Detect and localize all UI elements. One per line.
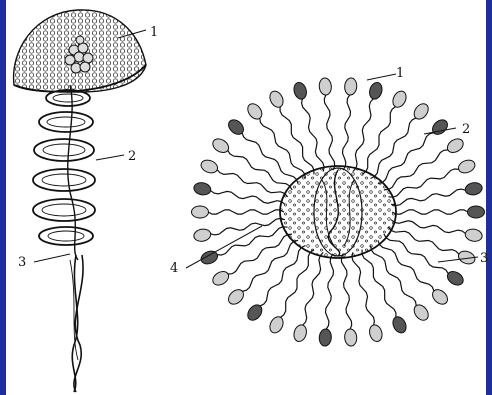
filament-terminal-body	[193, 228, 212, 243]
filament-terminal-body	[319, 77, 333, 95]
label-center: 4	[170, 261, 178, 276]
filament-terminal-body	[267, 315, 285, 336]
label-stalk: 3	[18, 255, 26, 270]
filament	[343, 95, 351, 171]
leader-line-body-top	[367, 74, 396, 80]
filament	[371, 246, 417, 307]
filament-terminal-body	[199, 158, 219, 175]
label-filament: 2	[462, 122, 470, 137]
filament	[324, 95, 334, 171]
filament-terminal-body	[445, 269, 466, 288]
filament-terminal-body	[368, 81, 384, 101]
filament-terminal-body	[292, 323, 308, 343]
filament-terminal-body	[457, 158, 477, 175]
filament	[280, 106, 314, 174]
filament-terminal-body	[344, 77, 358, 95]
left-specimen: 1 2 3	[14, 10, 159, 392]
filament	[353, 99, 374, 172]
filament	[391, 189, 466, 205]
label-ring-right: 3	[480, 251, 488, 266]
filament-terminal-body	[193, 181, 212, 196]
leader-line-stalk	[34, 254, 70, 262]
filament	[392, 210, 468, 214]
filament-terminal-body	[430, 287, 451, 307]
leader-line-coil	[96, 155, 124, 160]
filament-terminal-body	[226, 287, 247, 307]
filament-terminal-body	[464, 228, 483, 243]
filament-terminal-body	[267, 89, 285, 110]
filament	[210, 219, 285, 235]
filament	[302, 252, 323, 325]
filament-terminal-body	[210, 136, 231, 155]
filament	[326, 254, 334, 330]
filament	[341, 254, 351, 330]
filament-terminal-body	[245, 101, 265, 122]
filament	[362, 250, 396, 318]
filament-terminal-body	[210, 269, 231, 288]
filament-terminal-body	[226, 117, 247, 137]
right-specimen: 1 2 3 4	[170, 66, 488, 347]
filament-terminal-body	[390, 89, 408, 110]
filament	[384, 150, 449, 190]
filament-terminal-body	[292, 81, 308, 101]
left-stalk	[70, 255, 83, 392]
filament-terminal-body	[430, 117, 451, 137]
label-body-top: 1	[396, 66, 404, 81]
label-cap: 1	[150, 25, 158, 40]
filament-terminal-body	[411, 302, 431, 323]
filament-terminal-body	[390, 315, 408, 336]
filament-terminal-body	[319, 328, 333, 346]
filament	[260, 118, 306, 179]
filament-terminal-body	[445, 136, 466, 155]
central-body	[280, 166, 396, 258]
filament-terminal-body	[368, 323, 384, 343]
filament-terminal-body	[464, 181, 483, 196]
left-spiral-coil	[33, 85, 95, 260]
label-coil: 2	[128, 149, 136, 164]
filament-terminal-body	[192, 206, 209, 218]
filament	[208, 210, 284, 214]
left-cap	[14, 10, 146, 92]
filament-terminal-body	[344, 328, 358, 346]
filament-terminal-body	[468, 206, 485, 218]
filament	[388, 169, 459, 197]
